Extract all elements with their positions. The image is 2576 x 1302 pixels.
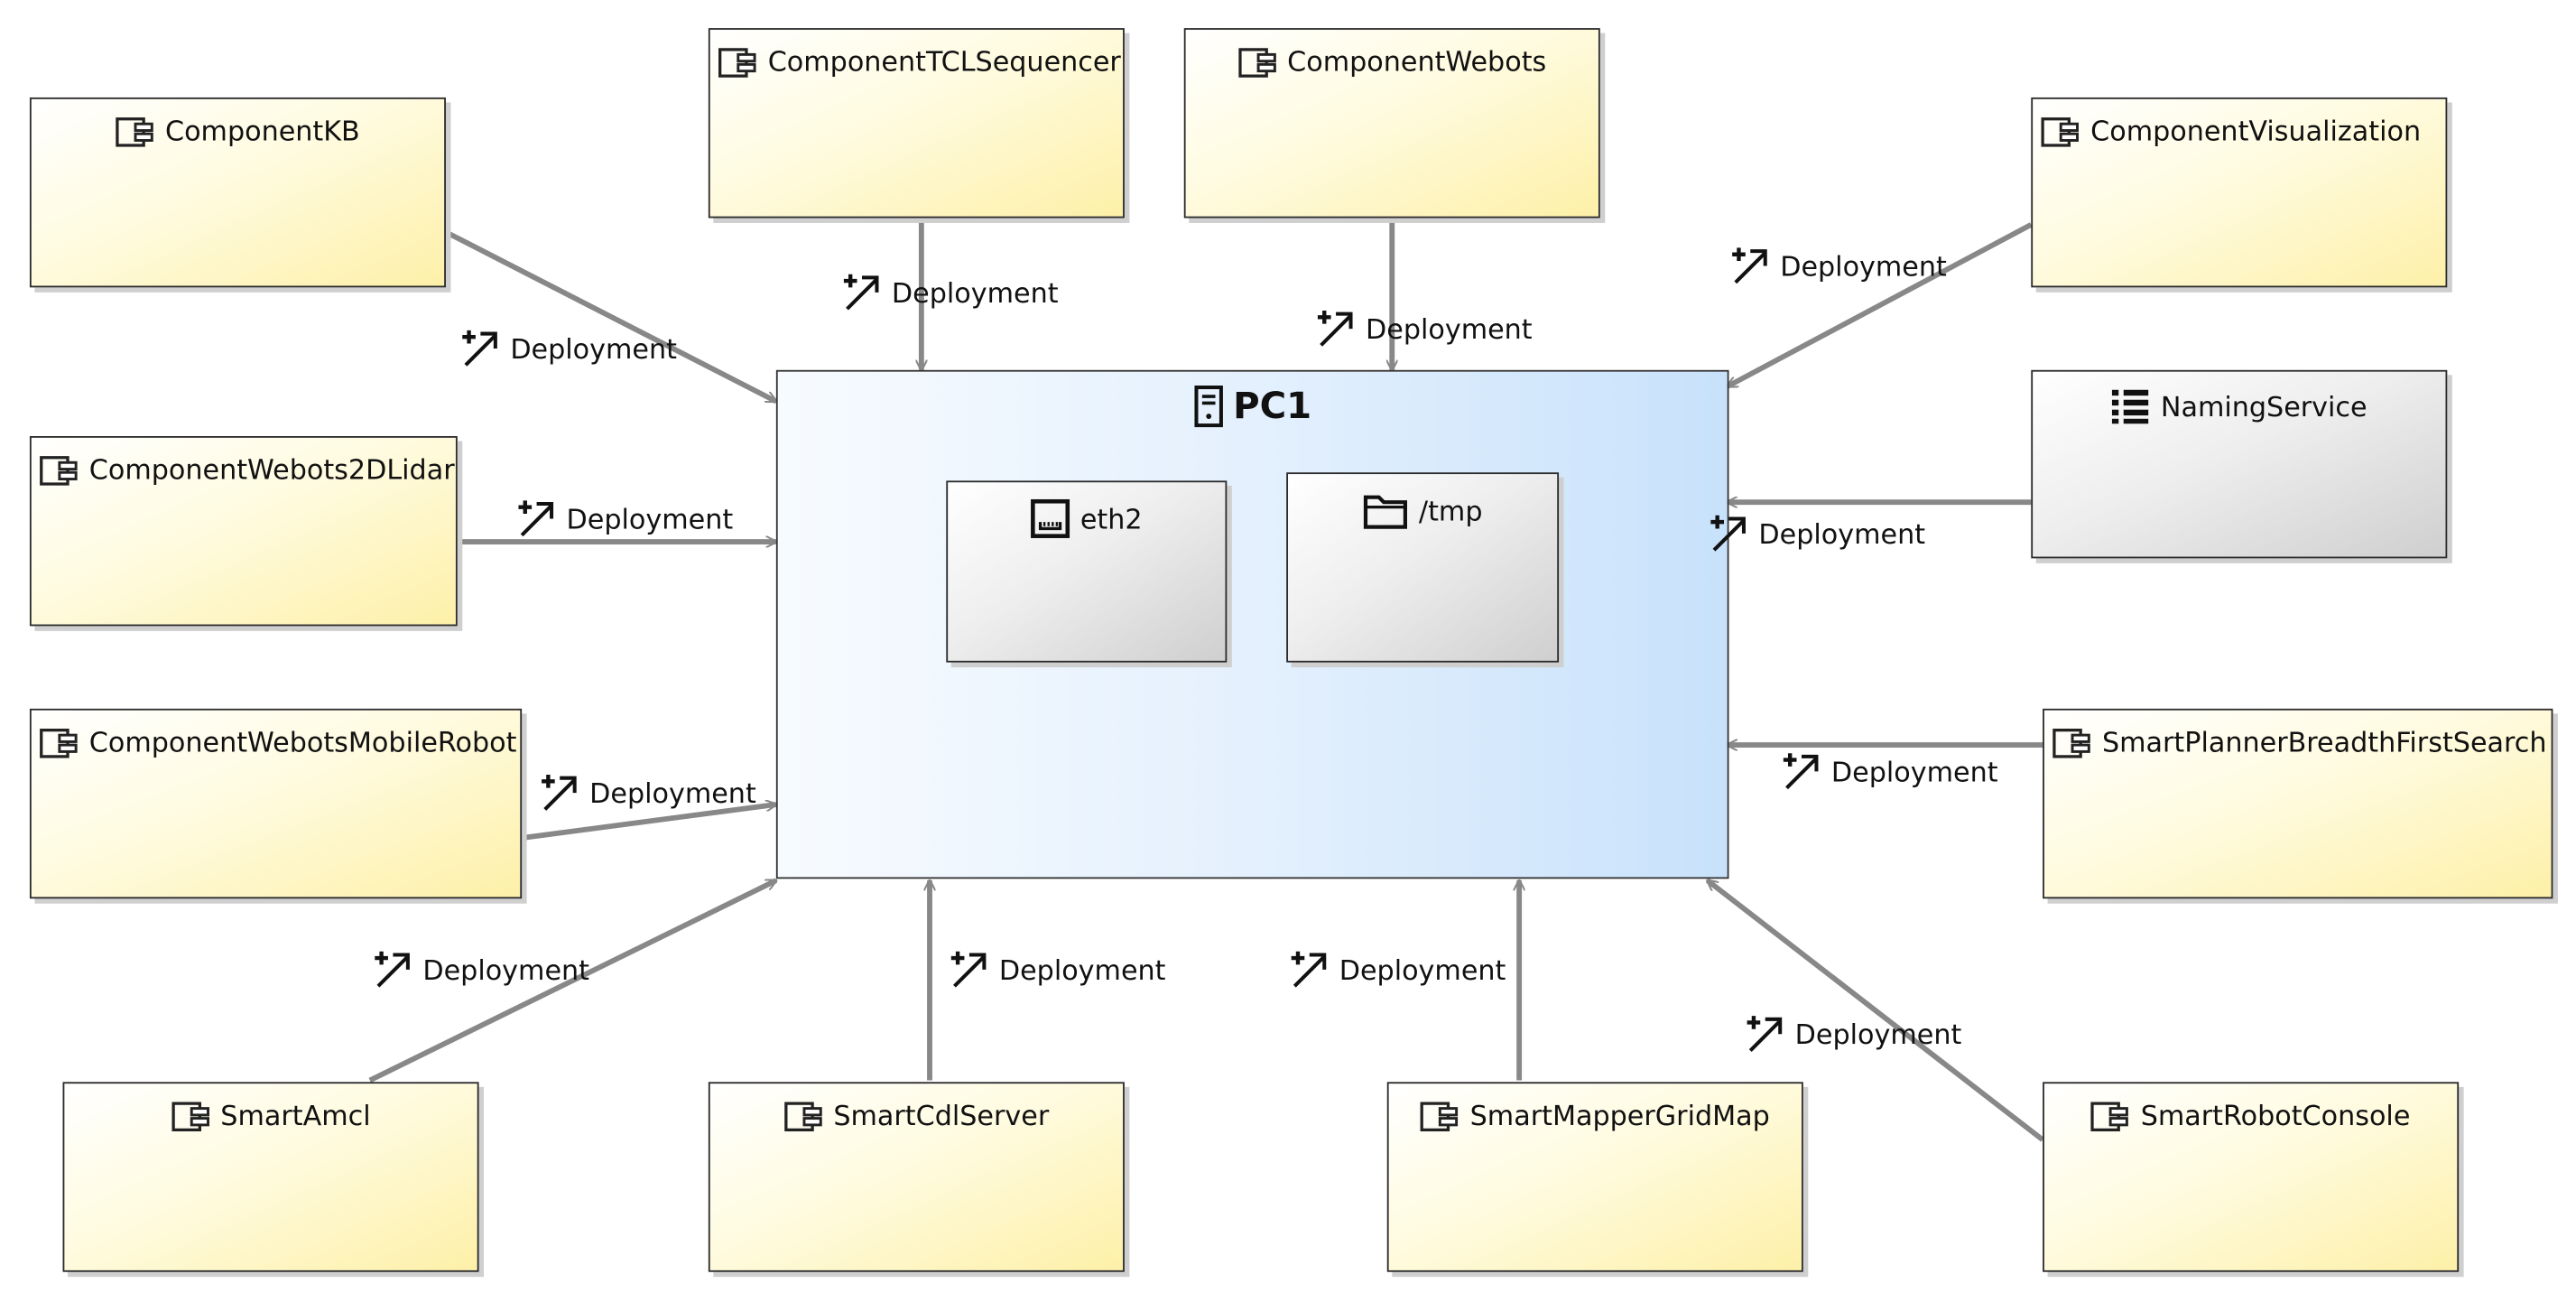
component-kb[interactable]: ComponentKB xyxy=(29,97,446,288)
component-icon xyxy=(2052,728,2092,758)
component-icon xyxy=(2041,116,2080,146)
edge-console xyxy=(1708,878,2044,1142)
service-naming[interactable]: NamingService xyxy=(2031,369,2448,559)
edge-label-tcl: Deployment xyxy=(839,271,1059,314)
service-label: NamingService xyxy=(2160,390,2368,423)
node-label: /tmp xyxy=(1418,494,1483,526)
component-mapper-grid-map[interactable]: SmartMapperGridMap xyxy=(1386,1082,1803,1272)
component-icon xyxy=(718,47,758,77)
component-label: ComponentWebots2DLidar xyxy=(88,454,455,486)
component-label: ComponentVisualization xyxy=(2090,116,2422,147)
deployment-icon xyxy=(1728,245,1771,288)
component-label: SmartMapperGridMap xyxy=(1469,1100,1770,1132)
component-cdl-server[interactable]: SmartCdlServer xyxy=(708,1082,1125,1272)
component-label: SmartPlannerBreadthFirstSearch xyxy=(2101,726,2547,758)
deployment-icon xyxy=(458,327,501,370)
deployment-icon xyxy=(1778,750,1821,794)
component-webots-mobile-robot[interactable]: ComponentWebotsMobileRobot xyxy=(29,708,523,899)
deployment-icon xyxy=(839,271,882,314)
component-icon xyxy=(116,116,155,146)
deployment-icon xyxy=(1706,512,1749,555)
deployment-icon xyxy=(946,948,989,991)
edge-label-vis: Deployment xyxy=(1728,245,1947,288)
component-icon xyxy=(1420,1101,1460,1131)
device-title: PC1 xyxy=(1233,386,1312,427)
deployment-icon xyxy=(514,498,557,541)
network-port-icon xyxy=(1031,498,1070,539)
node-label: eth2 xyxy=(1080,503,1143,535)
edge-label-mobile: Deployment xyxy=(537,771,756,814)
component-icon xyxy=(2090,1101,2131,1131)
edge-label-lidar: Deployment xyxy=(514,498,733,541)
edge-label-naming: Deployment xyxy=(1706,512,1925,555)
component-icon xyxy=(783,1101,823,1131)
component-label: ComponentWebotsMobileRobot xyxy=(88,726,517,758)
edge-label-amcl: Deployment xyxy=(370,948,589,991)
component-label: ComponentKB xyxy=(165,116,360,147)
device-pc1[interactable]: PC1 eth2 /tmp xyxy=(775,369,1729,879)
edge-label-planner: Deployment xyxy=(1778,750,1998,794)
edge-vis xyxy=(1728,222,2033,389)
component-label: SmartAmcl xyxy=(220,1100,371,1132)
deployment-icon xyxy=(1742,1012,1785,1056)
component-label: SmartCdlServer xyxy=(833,1100,1050,1132)
edge-label-cdl: Deployment xyxy=(946,948,1166,991)
deployment-icon xyxy=(370,948,413,991)
component-tcl-sequencer[interactable]: ComponentTCLSequencer xyxy=(708,28,1125,219)
folder-icon xyxy=(1363,490,1409,530)
component-webots[interactable]: ComponentWebots xyxy=(1183,28,1600,219)
edge-label-kb: Deployment xyxy=(458,327,677,370)
component-label: SmartRobotConsole xyxy=(2140,1100,2411,1132)
component-planner-bfs[interactable]: SmartPlannerBreadthFirstSearch xyxy=(2043,708,2553,899)
component-icon xyxy=(40,728,79,758)
edge-mobile xyxy=(524,804,776,841)
deployment-icon xyxy=(1312,307,1356,350)
node-eth2[interactable]: eth2 xyxy=(946,480,1228,663)
server-icon xyxy=(1193,385,1223,428)
component-icon xyxy=(40,455,79,485)
component-webots-2d-lidar[interactable]: ComponentWebots2DLidar xyxy=(29,435,458,627)
component-visualization[interactable]: ComponentVisualization xyxy=(2031,97,2448,288)
edge-kb xyxy=(446,230,776,405)
edge-amcl xyxy=(368,878,776,1083)
deployment-icon xyxy=(537,771,580,814)
list-icon xyxy=(2111,388,2151,424)
component-icon xyxy=(1237,47,1277,77)
component-label: ComponentTCLSequencer xyxy=(767,46,1121,78)
edge-label-webots: Deployment xyxy=(1312,307,1533,350)
component-amcl[interactable]: SmartAmcl xyxy=(62,1082,479,1272)
component-label: ComponentWebots xyxy=(1287,46,1547,78)
component-robot-console[interactable]: SmartRobotConsole xyxy=(2043,1082,2460,1272)
component-icon xyxy=(171,1101,210,1131)
deployment-icon xyxy=(1286,948,1330,991)
edge-label-mapper: Deployment xyxy=(1286,948,1506,991)
node-tmp[interactable]: /tmp xyxy=(1286,472,1560,663)
edge-label-console: Deployment xyxy=(1742,1012,1961,1056)
